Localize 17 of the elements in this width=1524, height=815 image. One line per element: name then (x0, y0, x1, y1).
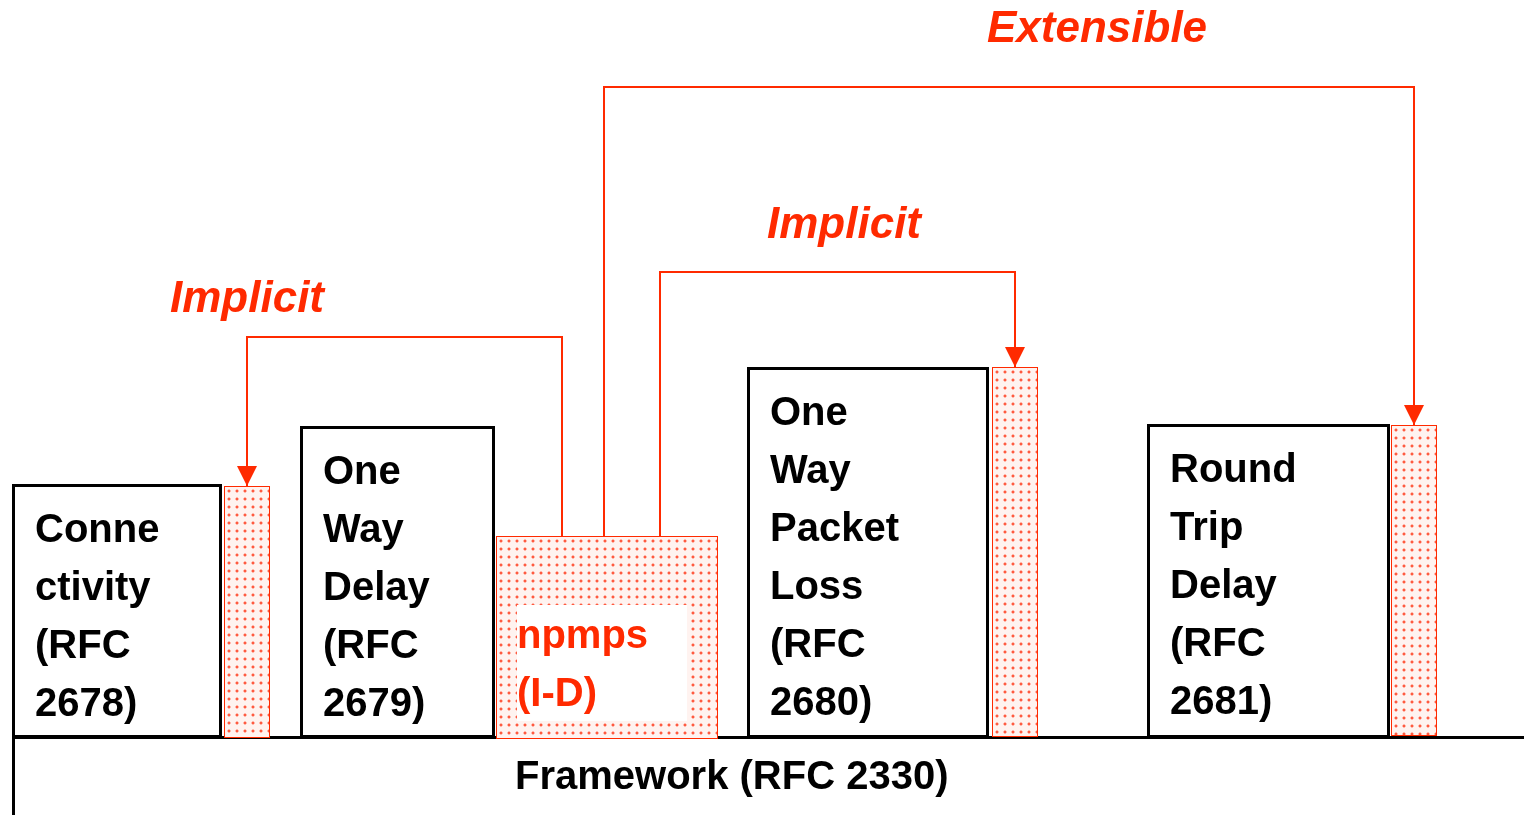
node-label: Framework (RFC 2330) (515, 752, 949, 799)
arrow (237, 336, 563, 537)
node-label: Round Trip Delay (RFC 2681) (1170, 445, 1298, 724)
dotted-bar (992, 367, 1038, 737)
process-box (1147, 424, 1390, 738)
dotted-bar (224, 486, 270, 738)
node-label: Conne ctivity (RFC 2678) (35, 505, 161, 726)
process-box (12, 484, 222, 738)
arrow (659, 271, 1025, 537)
node-label: One Way Delay (RFC 2679) (323, 447, 431, 726)
node-label: One Way Packet Loss (RFC 2680) (770, 388, 900, 725)
process-box (747, 367, 989, 738)
arrow (603, 86, 1424, 537)
node-label: npmps (I-D) (517, 605, 687, 721)
dotted-bar (1391, 425, 1437, 736)
process-box (300, 426, 495, 738)
dotted-box (496, 536, 718, 739)
